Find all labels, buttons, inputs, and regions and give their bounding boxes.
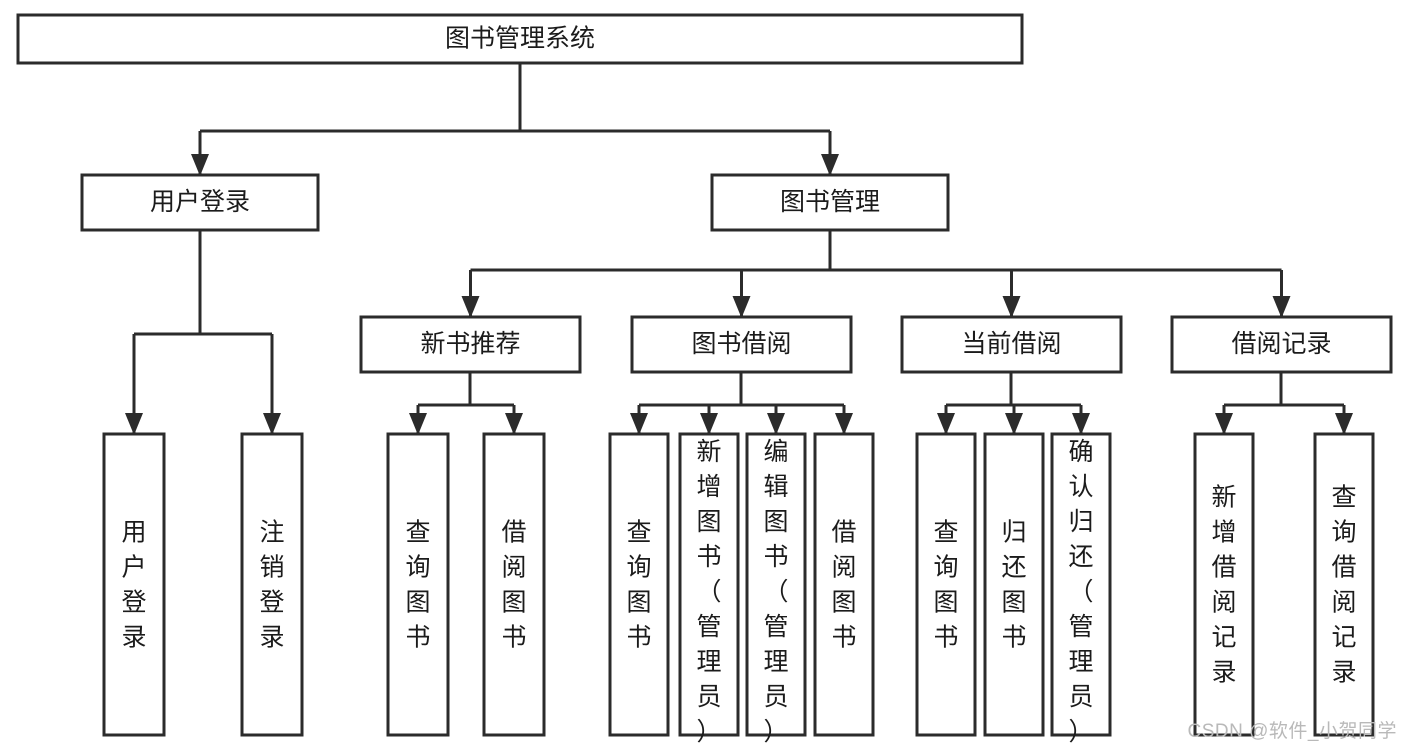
node-label-leaf-edit-book: 编辑图书（管理员） bbox=[763, 438, 788, 746]
node-label-leaf-user-login: 用户登录 bbox=[121, 519, 146, 652]
node-leaf-user-login[interactable]: 用户登录 bbox=[102, 432, 166, 737]
node-box-leaf-confirm-return bbox=[1050, 432, 1112, 737]
arrow-head-icon-leaf-add-record bbox=[1215, 413, 1233, 435]
node-box-leaf-borrow-book-2 bbox=[813, 432, 875, 737]
node-label-leaf-query-book-1: 查询图书 bbox=[405, 519, 430, 652]
node-box-leaf-query-book-1 bbox=[386, 432, 450, 737]
arrow-head-icon-book-borrow bbox=[732, 296, 751, 318]
node-leaf-borrow-book-2[interactable]: 借阅图书 bbox=[813, 432, 875, 737]
node-label-leaf-add-book: 新增图书（管理员） bbox=[696, 438, 721, 746]
node-box-book-manage bbox=[710, 173, 950, 232]
arrow-head-icon-new-book-rec bbox=[461, 296, 480, 318]
node-label-leaf-return-book: 归还图书 bbox=[1001, 519, 1026, 652]
node-leaf-query-record[interactable]: 查询借阅记录 bbox=[1313, 432, 1375, 737]
node-box-leaf-query-book-2 bbox=[608, 432, 670, 737]
node-box-leaf-edit-book bbox=[745, 432, 807, 737]
arrow-head-icon-leaf-query-book-2 bbox=[630, 413, 648, 435]
node-box-leaf-logout bbox=[240, 432, 304, 737]
node-label-root: 图书管理系统 bbox=[445, 25, 595, 53]
node-label-leaf-borrow-book-1: 借阅图书 bbox=[501, 519, 526, 652]
node-label-user-login: 用户登录 bbox=[150, 188, 250, 216]
node-label-new-book-rec: 新书推荐 bbox=[420, 330, 520, 358]
node-leaf-borrow-book-1[interactable]: 借阅图书 bbox=[482, 432, 546, 737]
node-leaf-add-record[interactable]: 新增借阅记录 bbox=[1193, 432, 1255, 737]
node-leaf-query-book-1[interactable]: 查询图书 bbox=[386, 432, 450, 737]
watermark-label: CSDN @软件_小贺同学 bbox=[1187, 721, 1397, 742]
node-label-book-manage: 图书管理 bbox=[780, 188, 880, 216]
node-label-leaf-query-book-3: 查询图书 bbox=[933, 519, 958, 652]
arrow-head-icon-leaf-query-record bbox=[1335, 413, 1353, 435]
arrow-head-icon-leaf-borrow-book-1 bbox=[505, 413, 523, 435]
edge-layer bbox=[125, 63, 1353, 435]
node-box-root bbox=[16, 13, 1024, 65]
node-box-borrow-record bbox=[1170, 315, 1393, 374]
node-box-current-borrow bbox=[900, 315, 1123, 374]
arrow-head-icon-leaf-confirm-return bbox=[1072, 413, 1090, 435]
arrow-head-icon-leaf-query-book-1 bbox=[409, 413, 427, 435]
arrow-head-icon-borrow-record bbox=[1272, 296, 1291, 318]
node-box-leaf-add-record bbox=[1193, 432, 1255, 737]
node-new-book-rec[interactable]: 新书推荐 bbox=[359, 315, 582, 374]
arrow-head-icon-book-manage bbox=[821, 154, 839, 176]
node-leaf-query-book-2[interactable]: 查询图书 bbox=[608, 432, 670, 737]
node-box-leaf-user-login bbox=[102, 432, 166, 737]
node-leaf-return-book[interactable]: 归还图书 bbox=[983, 432, 1045, 737]
arrow-head-icon-current-borrow bbox=[1002, 296, 1021, 318]
node-layer: 图书管理系统用户登录图书管理新书推荐图书借阅当前借阅借阅记录用户登录注销登录查询… bbox=[16, 13, 1393, 746]
node-leaf-edit-book[interactable]: 编辑图书（管理员） bbox=[745, 432, 807, 746]
node-leaf-query-book-3[interactable]: 查询图书 bbox=[915, 432, 977, 737]
node-box-leaf-query-record bbox=[1313, 432, 1375, 737]
node-label-leaf-confirm-return: 确认归还（管理员） bbox=[1068, 438, 1093, 746]
node-leaf-logout[interactable]: 注销登录 bbox=[240, 432, 304, 737]
node-label-leaf-query-record: 查询借阅记录 bbox=[1331, 484, 1356, 687]
arrow-head-icon-leaf-return-book bbox=[1005, 413, 1023, 435]
arrow-head-icon-leaf-logout bbox=[263, 413, 281, 435]
node-box-leaf-borrow-book-1 bbox=[482, 432, 546, 737]
node-label-leaf-logout: 注销登录 bbox=[259, 519, 284, 652]
node-box-user-login bbox=[80, 173, 320, 232]
arrow-head-icon-user-login bbox=[191, 154, 209, 176]
node-book-borrow[interactable]: 图书借阅 bbox=[630, 315, 853, 374]
node-label-leaf-query-book-2: 查询图书 bbox=[626, 519, 651, 652]
node-leaf-add-book[interactable]: 新增图书（管理员） bbox=[678, 432, 740, 746]
node-borrow-record[interactable]: 借阅记录 bbox=[1170, 315, 1393, 374]
node-box-leaf-add-book bbox=[678, 432, 740, 737]
node-box-new-book-rec bbox=[359, 315, 582, 374]
node-book-manage[interactable]: 图书管理 bbox=[710, 173, 950, 232]
arrow-head-icon-leaf-add-book bbox=[700, 413, 718, 435]
node-label-leaf-borrow-book-2: 借阅图书 bbox=[831, 519, 856, 652]
node-root[interactable]: 图书管理系统 bbox=[16, 13, 1024, 65]
node-label-book-borrow: 图书借阅 bbox=[691, 330, 791, 358]
node-current-borrow[interactable]: 当前借阅 bbox=[900, 315, 1123, 374]
node-user-login[interactable]: 用户登录 bbox=[80, 173, 320, 232]
node-label-borrow-record: 借阅记录 bbox=[1231, 330, 1331, 358]
node-leaf-confirm-return[interactable]: 确认归还（管理员） bbox=[1050, 432, 1112, 746]
arrow-head-icon-leaf-user-login bbox=[125, 413, 143, 435]
node-box-leaf-query-book-3 bbox=[915, 432, 977, 737]
node-box-book-borrow bbox=[630, 315, 853, 374]
arrow-head-icon-leaf-edit-book bbox=[767, 413, 785, 435]
arrow-head-icon-leaf-borrow-book-2 bbox=[835, 413, 853, 435]
node-box-leaf-return-book bbox=[983, 432, 1045, 737]
node-label-leaf-add-record: 新增借阅记录 bbox=[1211, 484, 1236, 687]
node-label-current-borrow: 当前借阅 bbox=[961, 330, 1061, 358]
arrow-head-icon-leaf-query-book-3 bbox=[937, 413, 955, 435]
